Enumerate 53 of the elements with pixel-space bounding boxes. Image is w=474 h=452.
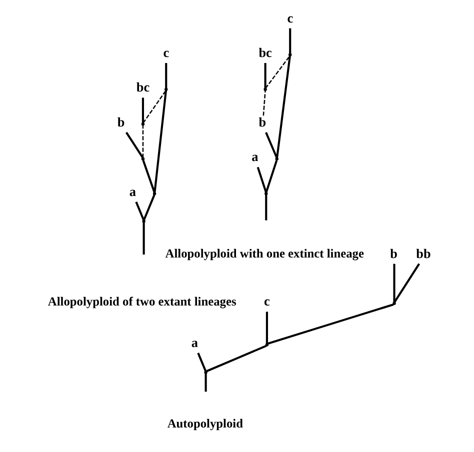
connector [393, 264, 396, 302]
connector [143, 194, 156, 220]
node-point [264, 88, 267, 92]
node-text: a [129, 184, 136, 199]
connector [265, 160, 278, 193]
connector [165, 63, 168, 88]
connector [394, 263, 420, 303]
connector [276, 56, 291, 158]
node-text: a [252, 149, 258, 164]
node-text: b [117, 114, 125, 130]
connector [266, 312, 268, 344]
connector [265, 56, 290, 89]
connector [125, 132, 144, 158]
connector [197, 352, 206, 372]
node-text: c [264, 294, 270, 309]
connector [142, 222, 145, 255]
node-point [152, 192, 156, 196]
connector [135, 201, 144, 220]
connector [142, 98, 144, 123]
label: Allopolyploid of two extant lineages [48, 294, 236, 308]
connector [265, 195, 268, 220]
node-text: b [258, 114, 266, 130]
node-point [204, 370, 208, 374]
node-text: bb [416, 246, 431, 261]
connector [206, 344, 267, 372]
connector [142, 160, 156, 193]
connector [154, 90, 167, 192]
node-point [142, 220, 146, 223]
node-text: a [191, 335, 198, 350]
connector [256, 166, 267, 193]
connector [264, 63, 266, 88]
connector [204, 374, 207, 392]
node-point [141, 122, 145, 126]
node-text: bc [258, 45, 272, 60]
node-point [264, 192, 268, 196]
connector [267, 303, 394, 345]
label: Autopolyploid [167, 416, 244, 430]
node-point [141, 157, 145, 160]
node-point [164, 88, 168, 92]
connector [265, 132, 278, 158]
label: Allopolyploid with one extinct lineage [165, 246, 364, 261]
node-point [392, 302, 396, 305]
connector [289, 28, 292, 54]
node-text: c [287, 10, 294, 26]
connector [262, 90, 266, 116]
node-text: c [163, 45, 170, 60]
connector [142, 90, 166, 124]
node-point [275, 157, 278, 160]
node-point [265, 343, 269, 346]
connector [142, 126, 144, 158]
node-text: b [390, 246, 398, 261]
node-text: bc [136, 80, 150, 95]
node-point [288, 53, 292, 56]
